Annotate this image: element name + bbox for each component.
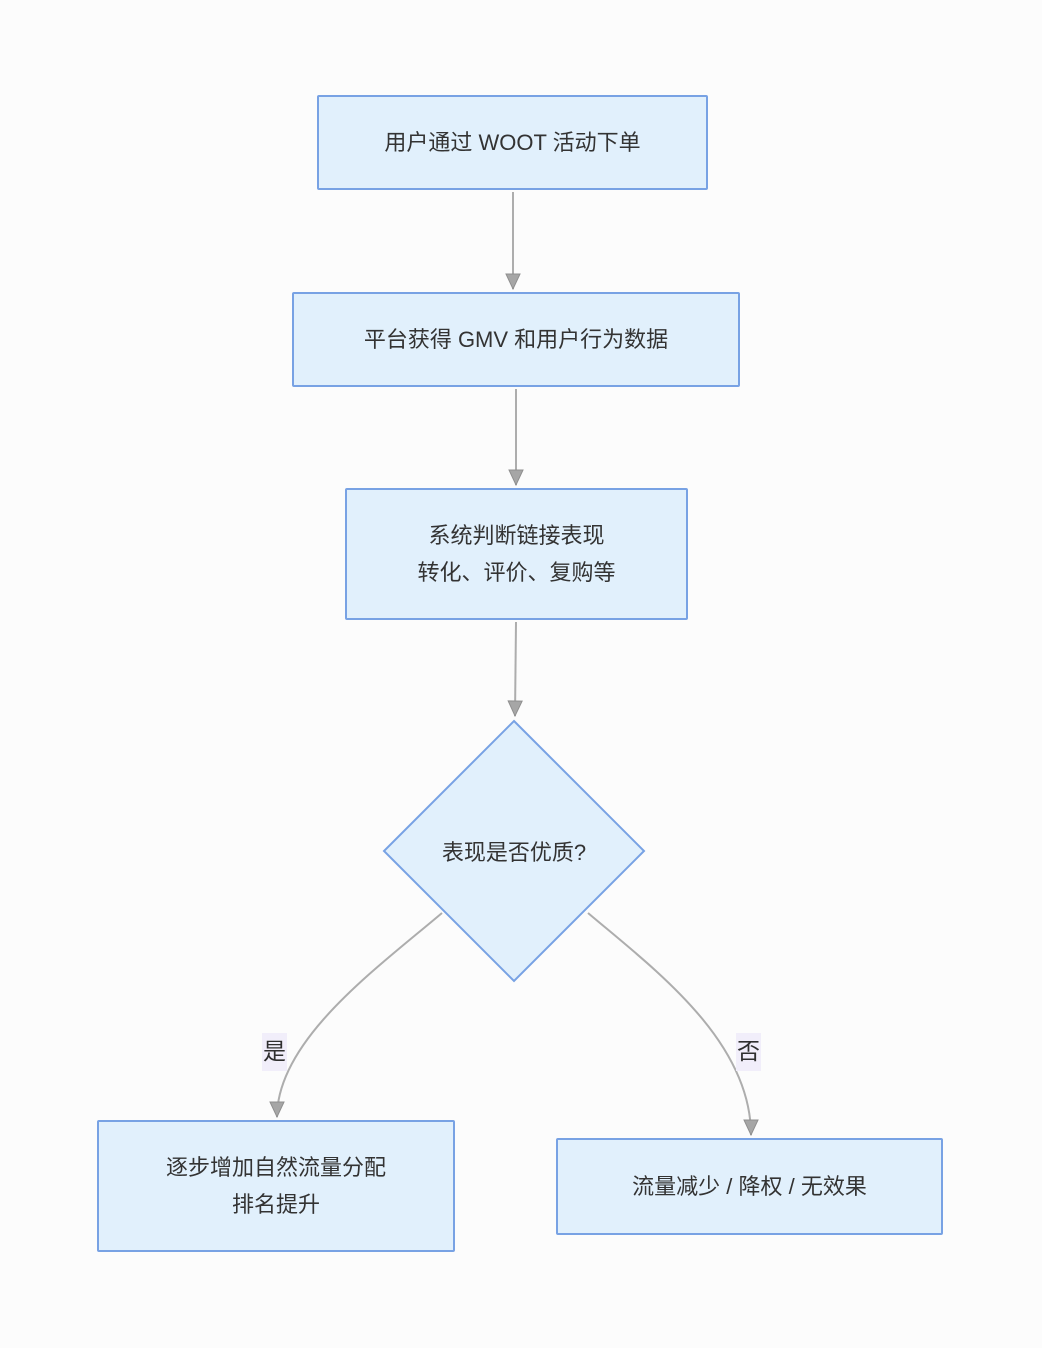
- node-system-judge-line1: 系统判断链接表现: [428, 522, 605, 548]
- node-yes-outcome-line1: 逐步增加自然流量分配: [165, 1154, 386, 1180]
- edge-label-yes: 是: [262, 1033, 287, 1071]
- node-system-judge-line2: 转化、评价、复购等: [417, 560, 616, 585]
- node-user-order-label: 用户通过 WOOT 活动下单: [384, 129, 641, 155]
- node-no-outcome: 流量减少 / 降权 / 无效果: [556, 1138, 943, 1235]
- node-user-order: 用户通过 WOOT 活动下单: [317, 95, 708, 190]
- node-decision: 表现是否优质?: [382, 719, 646, 983]
- node-decision-label: 表现是否优质?: [441, 840, 587, 865]
- node-yes-outcome: 逐步增加自然流量分配 排名提升: [97, 1120, 455, 1252]
- node-platform-gmv: 平台获得 GMV 和用户行为数据: [292, 292, 740, 387]
- decision-diamond-shape: [382, 719, 646, 983]
- node-system-judge: 系统判断链接表现 转化、评价、复购等: [345, 488, 688, 620]
- edge-label-no: 否: [736, 1033, 761, 1071]
- node-yes-outcome-line2: 排名提升: [231, 1192, 320, 1217]
- edge-judge-to-decision: [507, 621, 523, 718]
- node-no-outcome-label: 流量减少 / 降权 / 无效果: [632, 1173, 867, 1199]
- node-platform-gmv-label: 平台获得 GMV 和用户行为数据: [363, 326, 669, 352]
